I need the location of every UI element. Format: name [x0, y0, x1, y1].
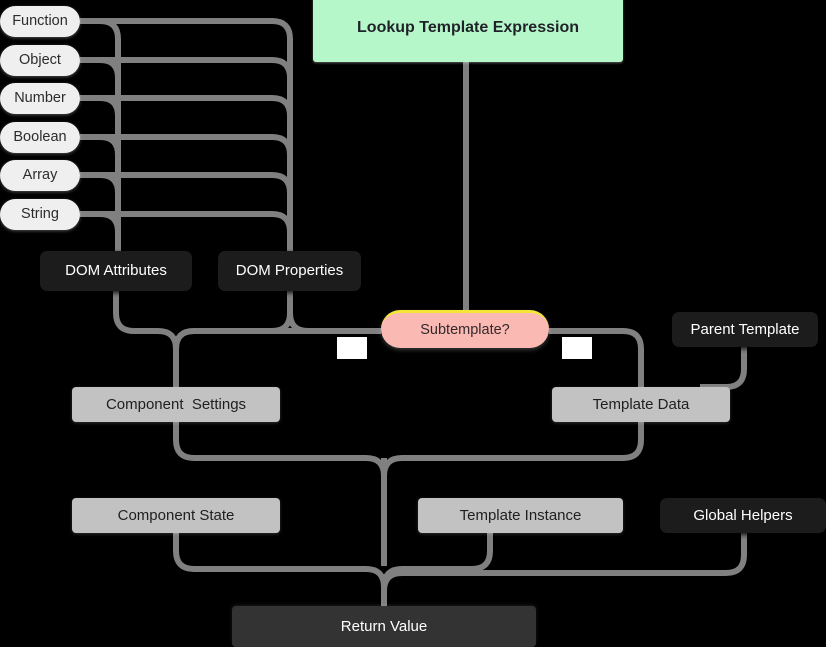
node-dom-attributes[interactable]: DOM Attributes — [40, 251, 192, 291]
node-label: Component Settings — [105, 395, 247, 413]
node-parent-template[interactable]: Parent Template — [672, 312, 818, 347]
node-label: Boolean — [13, 129, 67, 146]
node-label: DOM Attributes — [65, 262, 167, 280]
node-label: Array — [22, 167, 58, 184]
node-label: Lookup Template Expression — [357, 18, 579, 36]
node-type-array[interactable]: Array — [0, 160, 80, 191]
node-type-object[interactable]: Object — [0, 45, 80, 76]
node-type-string[interactable]: String — [0, 199, 80, 230]
node-template-instance[interactable]: Template Instance — [418, 498, 623, 533]
node-label: Parent Template — [690, 320, 800, 338]
node-global-helpers[interactable]: Global Helpers — [660, 498, 826, 533]
node-dom-properties[interactable]: DOM Properties — [218, 251, 361, 291]
node-label: String — [21, 206, 59, 223]
node-type-number[interactable]: Number — [0, 83, 80, 114]
node-label: Subtemplate? — [420, 322, 510, 339]
node-label: DOM Properties — [235, 262, 344, 280]
node-label: Return Value — [340, 617, 428, 635]
node-label: Template Data — [592, 395, 690, 413]
node-type-boolean[interactable]: Boolean — [0, 122, 80, 153]
node-label: Object — [19, 52, 61, 69]
node-type-function[interactable]: Function — [0, 6, 80, 37]
node-template-data[interactable]: Template Data — [552, 387, 730, 422]
node-return-value[interactable]: Return Value — [232, 606, 536, 647]
node-component-settings[interactable]: Component Settings — [72, 387, 280, 422]
node-label: Template Instance — [459, 506, 582, 524]
subtemplate-no-label — [337, 337, 367, 359]
node-label: Global Helpers — [693, 506, 793, 524]
node-label: Function — [12, 13, 68, 30]
node-label: Component State — [117, 506, 235, 524]
subtemplate-yes-label — [562, 337, 592, 359]
node-lookup-template-expression[interactable]: Lookup Template Expression — [313, 0, 623, 62]
node-label: Number — [14, 90, 66, 107]
node-component-state[interactable]: Component State — [72, 498, 280, 533]
node-subtemplate-decision[interactable]: Subtemplate? — [381, 310, 549, 348]
